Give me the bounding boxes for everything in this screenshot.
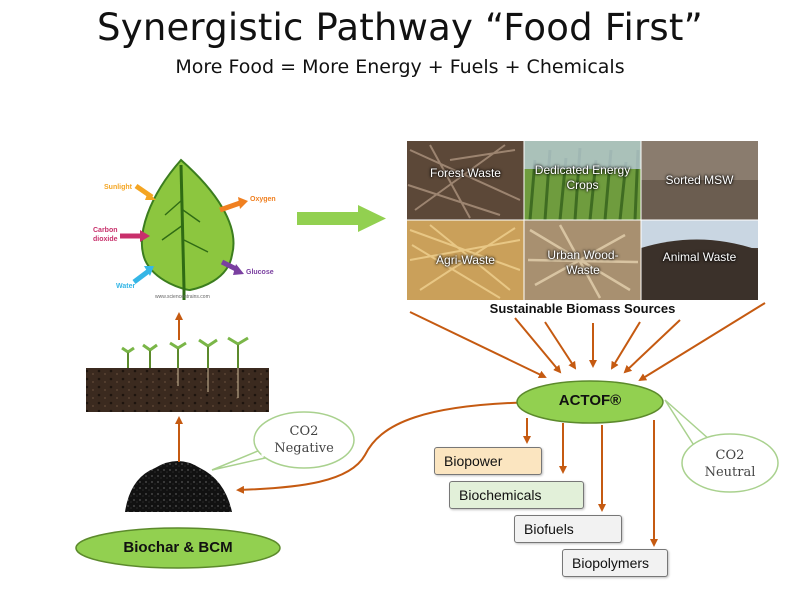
water-label: Water: [116, 283, 136, 290]
biochar-label: Biochar & BCM: [123, 539, 233, 556]
tile-animal-waste: Animal Waste: [662, 250, 737, 264]
actof-label: ACTOF®: [558, 392, 622, 409]
biomass-caption: Sustainable Biomass Sources: [489, 301, 676, 316]
tile-sorted-msw: Sorted MSW: [665, 173, 734, 187]
output-biopolymers: Biopolymers: [562, 549, 668, 577]
output-biopower: Biopower: [434, 447, 542, 475]
output-biochemicals: Biochemicals: [449, 481, 584, 509]
glucose-label: Glucose: [246, 269, 274, 276]
co2-negative-callout: [211, 411, 355, 471]
carbon-label-1: Carbon: [93, 227, 118, 234]
image-credit: www.sciencentrains.com: [155, 294, 210, 300]
biomass-grid-lines: [407, 141, 758, 300]
seedling-soil-image: [86, 336, 269, 412]
oxygen-label: Oxygen: [250, 196, 276, 203]
tile-forest-waste: Forest Waste: [430, 166, 501, 180]
carbon-label-2: dioxide: [93, 236, 118, 243]
tile-dedicated-energy-crops: Dedicated Energy Crops: [534, 163, 631, 192]
output-arrows: [523, 418, 658, 547]
feed-arrows: [409, 302, 766, 382]
leaf-icon: [140, 158, 235, 292]
tile-agri-waste: Agri-Waste: [436, 253, 495, 267]
biochar-pile-image: [125, 461, 232, 512]
slide-title: Synergistic Pathway “Food First”: [97, 6, 703, 49]
slide-subtitle: More Food = More Energy + Fuels + Chemic…: [175, 56, 625, 78]
tile-urban-wood-waste: Urban Wood-Waste: [547, 248, 619, 277]
actof-to-biochar-arrow: [236, 401, 556, 494]
co2-neutral-callout: [664, 399, 779, 493]
biomass-photo-grid: [407, 141, 758, 300]
output-biofuels: Biofuels: [514, 515, 622, 543]
actof-oval: [516, 380, 664, 424]
sunlight-label: Sunlight: [104, 184, 132, 191]
green-right-arrow-icon: [297, 205, 386, 232]
photosynthesis-illustration: [96, 155, 288, 305]
biochar-oval: [75, 527, 281, 569]
